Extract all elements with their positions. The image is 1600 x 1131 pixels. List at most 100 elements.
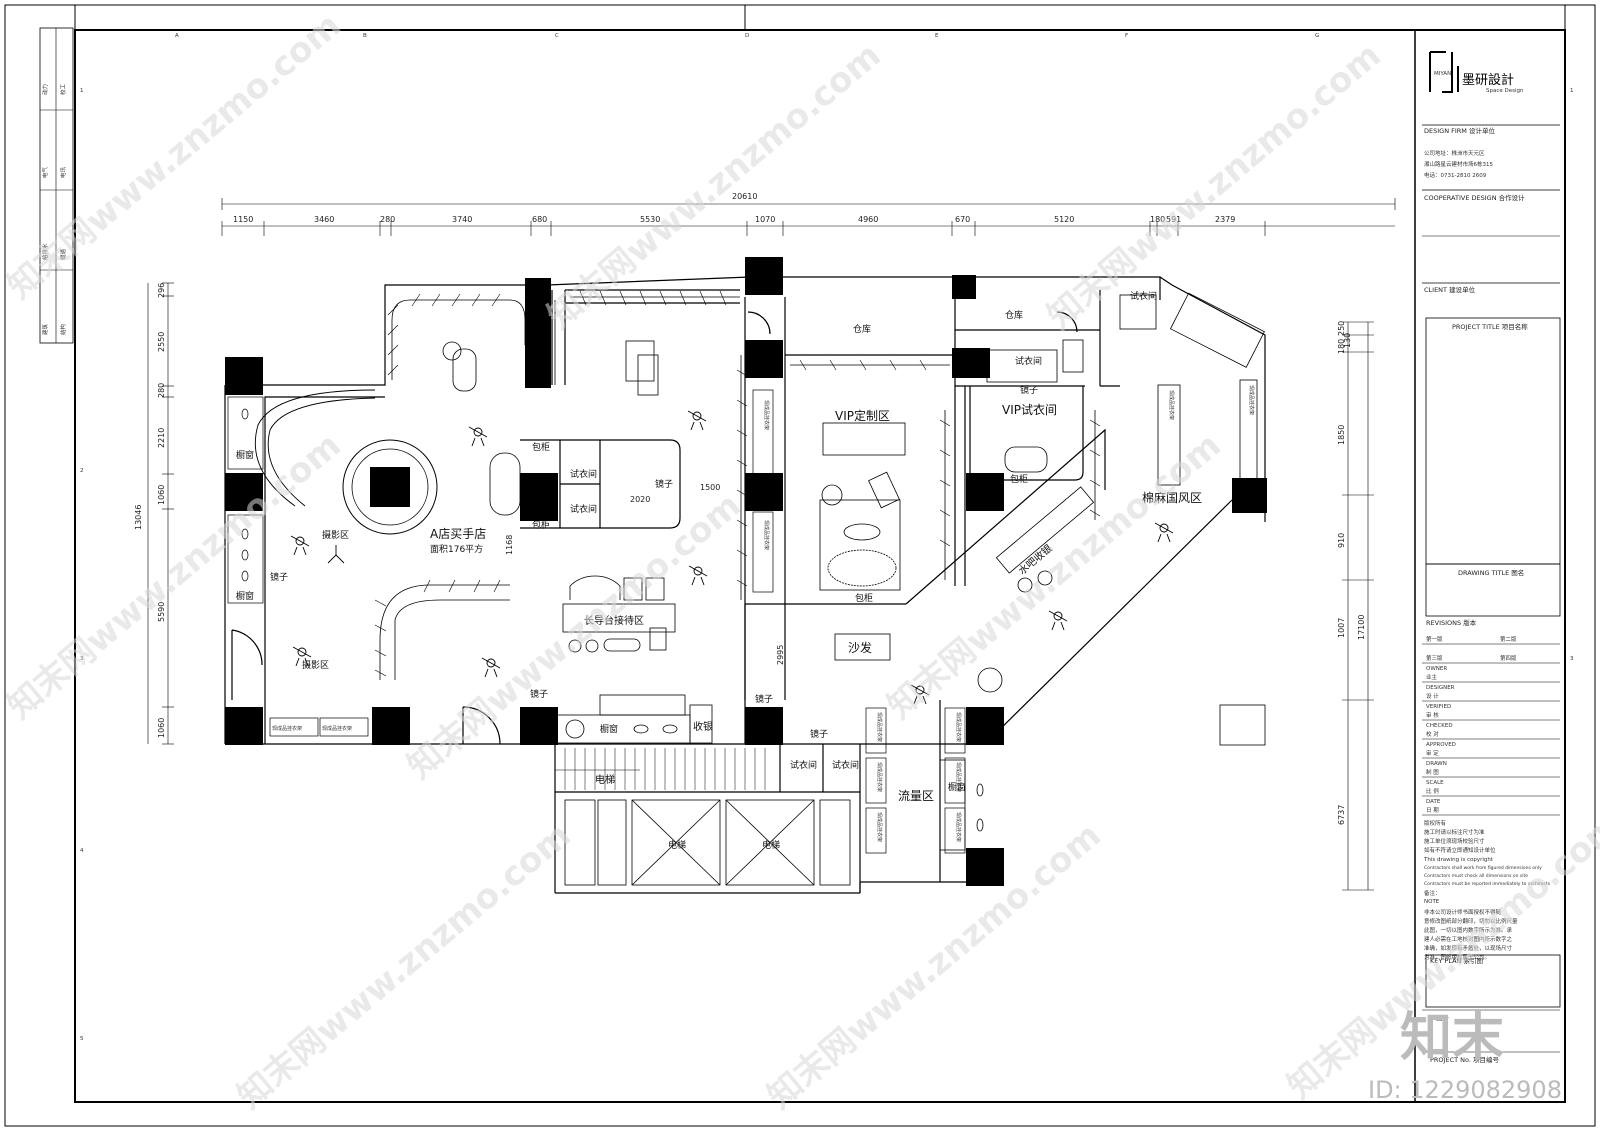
elevator-label-3: 电梯	[762, 839, 780, 851]
top-dimensions	[221, 198, 1396, 236]
row-approved-cn: 审 定	[1426, 749, 1439, 757]
revision-2: 第二版	[1500, 635, 1517, 643]
watermark-text: 知末网www.znzmo.com	[0, 425, 349, 727]
dim-segment: 1070	[755, 215, 775, 224]
note-line: 为准，图纸版权属于公司。	[1424, 953, 1490, 961]
design-firm-label: DESIGN FIRM 设计单位	[1424, 126, 1495, 135]
main-store-area: 面积176平方	[430, 543, 483, 555]
dim-total-height: 13046	[134, 505, 143, 530]
rack-label: 现成品挂衣架	[955, 812, 962, 842]
rack-label: 现成品挂衣架	[763, 520, 770, 550]
grid-col-c: C	[555, 33, 559, 39]
copyright-line: 施工时请以标注尺寸为准	[1424, 828, 1485, 836]
watermark-text: 知末网www.znzmo.com	[230, 815, 579, 1117]
rack-label: 现成品挂衣架	[1168, 390, 1175, 420]
fitting-room-label-1: 试衣间	[570, 468, 597, 480]
row-scale-en: SCALE	[1426, 780, 1444, 786]
window-display-label-3: 橱窗	[948, 781, 966, 793]
fitting-room-label-6: 试衣间	[832, 759, 859, 771]
window-display-label-1: 橱窗	[236, 449, 254, 461]
window-display-label-2: 橱窗	[236, 590, 254, 602]
vip-fitting-label: VIP试衣间	[1002, 402, 1057, 417]
note-line: 建人必需在工地核对图内所示数字之	[1424, 935, 1513, 943]
structural-columns	[225, 257, 1267, 886]
note-line: 非本公司设计师书面授权不得随	[1424, 908, 1502, 916]
photo-area-label: 摄影区	[322, 529, 349, 541]
rack-label: 现成品挂衣架	[1248, 385, 1255, 415]
window-display-left	[227, 396, 264, 604]
grid-col-d: D	[745, 33, 749, 39]
elevator-block	[564, 799, 851, 886]
elevator-label-1: 电梯	[595, 773, 615, 786]
dim-segment: 910	[1337, 533, 1346, 548]
mirror-label-4: 镜子	[755, 693, 773, 705]
grid-row-2: 2	[80, 468, 84, 474]
top-dim-labels: 1150 3460 280 3740 680 5530 1070 4960 67…	[233, 215, 1235, 224]
fitting-room-label-4: 试衣间	[1130, 290, 1157, 302]
dim-segment: 5590	[157, 602, 166, 622]
spiral-staircase	[254, 389, 376, 507]
row-checked-en: CHECKED	[1426, 723, 1453, 729]
grid-row-4: 4	[80, 848, 84, 854]
logo-name: 墨研設計	[1462, 72, 1514, 88]
dim-segment: 130	[1343, 333, 1352, 348]
row-date-cn: 日 期	[1426, 807, 1439, 814]
copyright-note: 版权所有 施工时请以标注尺寸为准 施工单位须现场校验尺寸 如有不符请立即通知设计…	[1423, 819, 1551, 961]
fitting-room-label-2: 试衣间	[570, 503, 597, 515]
grid-col-e: E	[935, 33, 939, 39]
left-dimensions	[147, 282, 174, 745]
elevator-label-2: 电梯	[668, 839, 686, 851]
mirror-label-3: 镜子	[530, 688, 548, 700]
dim-1168: 1168	[505, 535, 514, 555]
client-label: CLIENT 建设单位	[1424, 285, 1476, 294]
row-drawn-en: DRAWN	[1426, 761, 1447, 767]
right-dimensions	[1342, 321, 1374, 891]
rack-cabinets	[269, 389, 966, 854]
row-designer-cn: 设 计	[1426, 692, 1439, 700]
dim-segment: 591	[1166, 215, 1181, 224]
grid-row-1-right: 1	[1570, 88, 1574, 94]
warehouse-label-1: 仓库	[853, 323, 871, 335]
right-dim-labels: 17100 250 130 180 1850 910 1007 6737	[1337, 321, 1366, 825]
signature-rows: OWNER 业主 DESIGNER 设 计 VERIFIED 审 核 CHECK…	[1422, 666, 1560, 816]
watermark-text: 知末网www.znzmo.com	[540, 35, 889, 337]
revision-3: 第三版	[1426, 654, 1443, 662]
dim-segment: 3740	[452, 215, 472, 224]
grid-col-a: A	[175, 33, 179, 39]
firm-address-1: 公司地址：株洲市天元区	[1424, 149, 1485, 157]
grid-col-b: B	[363, 33, 367, 39]
garment-racks	[379, 296, 1096, 680]
dim-segment: 1007	[1337, 618, 1346, 638]
rack-label: 现成品挂衣架	[955, 762, 962, 792]
row-date-en: DATE	[1426, 799, 1441, 805]
drawing-no-label: 图号	[1436, 1014, 1450, 1022]
key-plan-label: KEY PLAN 索引图	[1430, 956, 1483, 965]
revision-4: 第四版	[1500, 654, 1517, 662]
copyright-line: 施工单位须现场校验尺寸	[1424, 837, 1485, 845]
furniture	[442, 292, 1266, 851]
cabinet-label-3: 包柜	[855, 592, 873, 604]
rack-cabinet-labels: 现成品挂衣架 现成品挂衣架 现成品挂衣架 现成品挂衣架 现成品挂衣架 现成品挂衣…	[272, 385, 1255, 842]
rack-label: 现成品挂衣架	[876, 712, 883, 742]
dim-segment: 180	[1150, 215, 1165, 224]
strip-structure: 结构	[59, 323, 67, 335]
rack-label: 现成品挂衣架	[876, 812, 883, 842]
fitting-room-label-3: 试衣间	[1015, 355, 1042, 367]
dim-total-width: 20610	[732, 192, 757, 201]
copyright-line: 版权所有	[1424, 819, 1447, 827]
fitting-room-label-5: 试衣间	[790, 759, 817, 771]
note-line: 备注：	[1424, 889, 1441, 897]
firm-logo: MIYAN 墨研設計 Space Design	[1429, 51, 1524, 94]
drawing-title-label: DRAWING TITLE 图名	[1458, 568, 1524, 577]
strip-plumbing: 给排水	[41, 243, 49, 260]
dim-segment: 1150	[233, 215, 253, 224]
row-verified-cn: 审 核	[1426, 711, 1439, 719]
dim-2020: 2020	[630, 495, 650, 504]
cabinet-label-2: 包柜	[532, 519, 550, 531]
dim-segment: 280	[380, 215, 395, 224]
grid-row-3: 3	[80, 656, 84, 662]
rack-label: 现成品挂衣架	[876, 762, 883, 792]
cotton-linen-label: 棉麻国风区	[1142, 490, 1202, 505]
note-line: 意修改图纸部分翻印，切勿以比例尺量	[1424, 917, 1518, 925]
escalator-steps	[555, 748, 766, 790]
